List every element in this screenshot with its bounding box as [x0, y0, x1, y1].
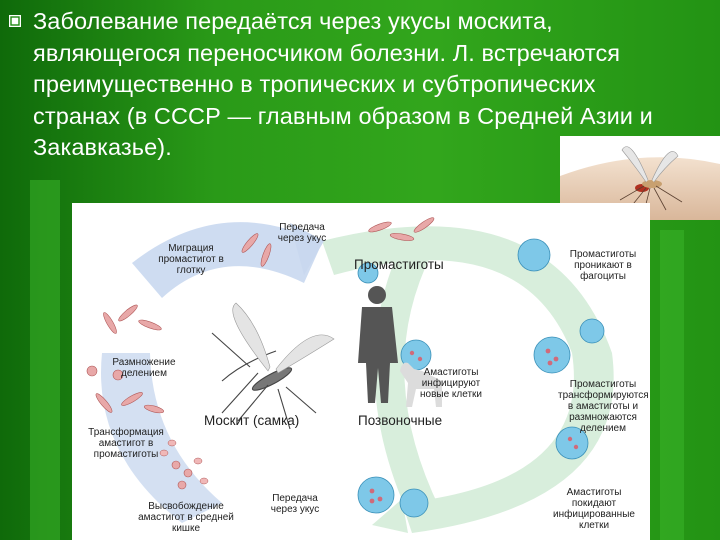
label-vertebrates: Позвоночные: [358, 413, 442, 428]
label-promastigotes-enter: Промастиготы проникают в фагоциты: [560, 249, 646, 282]
label-release: Высвобождение амастигот в средней кишке: [138, 501, 234, 534]
label-amastigote-transform: Трансформация амастигот в промастиготы: [78, 427, 174, 460]
life-cycle-diagram: Передача через укус Миграция промастигот…: [72, 203, 650, 540]
label-amastigotes-leave: Амастиготы покидают инфицированные клетк…: [548, 487, 640, 531]
square-bullet-icon: [8, 14, 22, 28]
background-stripe: [30, 180, 60, 540]
label-mosquito: Москит (самка): [204, 413, 299, 428]
label-migration: Миграция промастигот в глотку: [148, 243, 234, 276]
label-transfer-bite-top: Передача через укус: [272, 222, 332, 244]
label-promastigotes-transform: Промастиготы трансформируются в амастиго…: [558, 379, 648, 434]
background-stripe: [660, 230, 684, 540]
label-division: Размножение делением: [108, 357, 180, 379]
label-promastigotes: Промастиготы: [354, 257, 444, 272]
label-amastigotes-infect: Амастиготы инфицируют новые клетки: [414, 367, 488, 400]
label-transfer-bite-bottom: Передача через укус: [262, 493, 328, 515]
